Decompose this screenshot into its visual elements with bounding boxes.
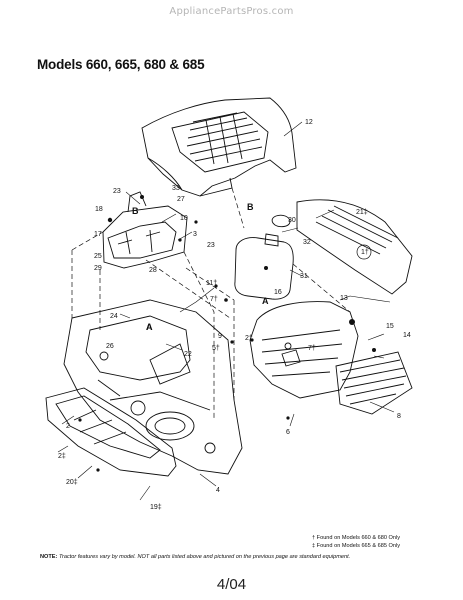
page-title: Models 660, 665, 680 & 685 [37, 57, 205, 72]
callout-label: 25 [94, 253, 102, 260]
callout-label: 18 [95, 206, 103, 213]
connection-marker: B [247, 202, 254, 212]
fuel-tank-part [234, 214, 294, 300]
connection-marker: A [146, 322, 153, 332]
connection-marker: A [146, 322, 153, 332]
callout-label: 28 [149, 267, 157, 274]
callout-label: 6 [286, 429, 290, 436]
callout-label: 16 [274, 289, 282, 296]
page-number: 4/04 [216, 576, 247, 593]
front-shell-part [249, 301, 359, 399]
frame-part [63, 299, 243, 475]
grille-part [335, 351, 413, 415]
callout-label: 15 [386, 323, 394, 330]
callout-label: 29 [94, 265, 102, 272]
callout-label: 21‡ [356, 209, 368, 216]
callout-label: 20‡ [66, 479, 78, 486]
callout-label: 2 [66, 423, 70, 430]
callout-label: 23 [113, 188, 121, 195]
connection-marker: A [262, 296, 269, 306]
callout-label: 7† [308, 345, 316, 352]
note-label: NOTE: [40, 554, 58, 560]
callout-label: 2† [245, 335, 253, 342]
callout-label: 7† [210, 296, 218, 303]
footnote-2: ‡ Found on Models 665 & 685 Only [312, 543, 401, 549]
callout-label: 27 [177, 196, 185, 203]
note-text: Tractor features vary by model. NOT all … [58, 554, 351, 560]
callout-label: 10 [180, 215, 188, 222]
connection-marker: B [132, 206, 139, 216]
side-panel-part [296, 199, 413, 295]
callout-label: 24 [110, 313, 118, 320]
callout-label: 11† [206, 280, 217, 287]
footnote-1: † Found on Models 660 & 680 Only [312, 535, 401, 541]
watermark: AppliancePartsPros.com [169, 6, 294, 17]
callout-label: 32 [303, 239, 311, 246]
callout-label: 14 [403, 332, 411, 339]
callout-label: 23 [207, 242, 215, 249]
callout-label: 8 [397, 413, 401, 420]
disclaimer-note: NOTE: Tractor features vary by model. NO… [40, 554, 350, 560]
callout-label: 9 [218, 333, 222, 340]
callout-label: 1† [361, 249, 369, 256]
callout-label: 4 [216, 487, 220, 494]
callout-label: 30 [288, 217, 296, 224]
callout-label: 2‡ [58, 453, 66, 460]
callout-label: 3 [193, 231, 197, 238]
callout-label: 26 [106, 343, 114, 350]
dash-tower-part [102, 191, 188, 269]
callout-label: 22 [184, 351, 192, 358]
callout-label: 12 [305, 119, 313, 126]
callout-label: 17 [94, 231, 102, 238]
callout-label: 19‡ [150, 504, 162, 511]
callout-label: 5† [212, 345, 220, 352]
hood-part [141, 97, 297, 197]
callout-label: 33 [172, 185, 180, 192]
callout-label: 31 [300, 273, 308, 280]
bumper-part [45, 387, 177, 477]
callout-label: 13 [340, 295, 348, 302]
